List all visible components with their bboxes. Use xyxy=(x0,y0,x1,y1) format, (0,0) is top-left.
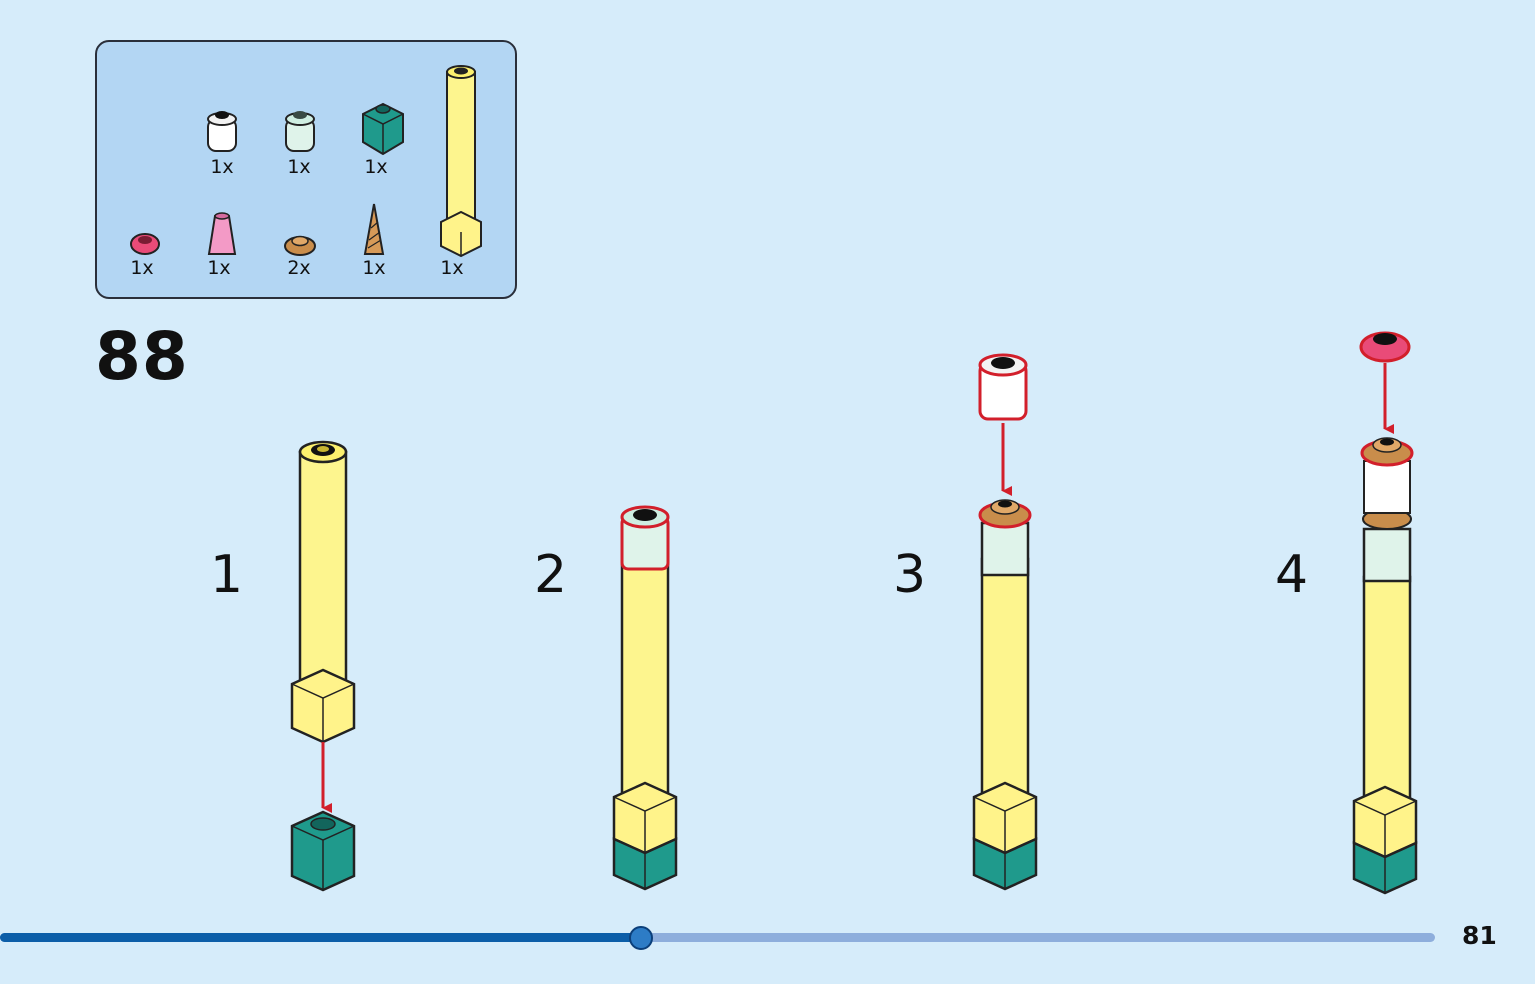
step-number: 88 xyxy=(95,318,189,395)
part-qty: 1x xyxy=(210,156,234,178)
teal-brick-1x1-icon xyxy=(362,102,404,156)
pink-cone-icon xyxy=(207,212,237,255)
progress-fill xyxy=(0,933,642,942)
part-qty: 1x xyxy=(287,156,311,178)
part-qty: 1x xyxy=(364,156,388,178)
progress-bar xyxy=(0,926,1435,950)
part-qty: 1x xyxy=(440,257,464,279)
tan-unicorn-horn-icon xyxy=(363,203,385,255)
parts-list-panel: 1x 1x 1x 1x 1x 2x 1x 1x xyxy=(95,40,517,299)
build-illustration-2 xyxy=(612,505,678,891)
light-aqua-round-brick-icon xyxy=(285,111,315,152)
part-qty: 1x xyxy=(362,257,386,279)
part-qty: 1x xyxy=(130,257,154,279)
part-qty: 2x xyxy=(287,257,311,279)
substep-label-1: 1 xyxy=(210,545,244,605)
pink-flower-plate-icon xyxy=(130,233,160,255)
part-qty: 1x xyxy=(207,257,231,279)
build-illustration-4 xyxy=(1352,331,1418,895)
tan-round-plate-icon xyxy=(284,235,316,256)
yellow-tall-column-icon xyxy=(440,65,482,258)
substep-label-3: 3 xyxy=(893,545,927,605)
substep-label-4: 4 xyxy=(1275,545,1309,605)
page-number: 81 xyxy=(1462,921,1497,950)
white-round-brick-icon xyxy=(207,111,237,152)
progress-knob xyxy=(629,926,654,950)
substep-label-2: 2 xyxy=(534,545,568,605)
build-illustration-3 xyxy=(972,353,1038,891)
build-illustration-1 xyxy=(290,440,356,892)
